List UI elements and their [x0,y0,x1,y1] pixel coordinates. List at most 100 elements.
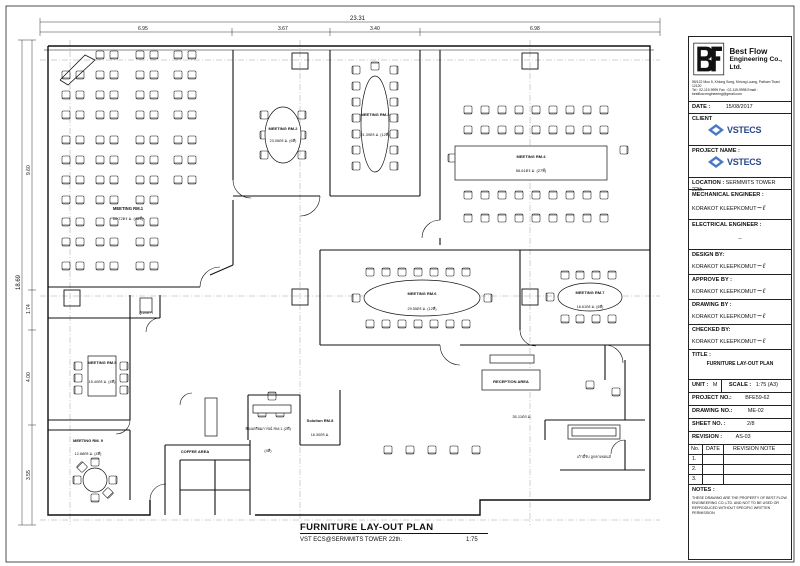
chair-icon [565,190,575,200]
chair-icon [599,190,609,200]
chair-icon [187,155,197,165]
chair-icon [149,261,159,271]
chair-icon [119,385,129,395]
chair-icon [560,270,570,280]
chair-icon [381,267,391,277]
chair-icon [599,105,609,115]
company-header: Best Flow Engineering Co., Ltd. 55/122 M… [689,37,791,101]
area-rm7: 18.61ตร.ม. (6ที่) [577,304,605,309]
chair-icon [135,195,145,205]
chair-icon [599,125,609,135]
drawing-by-row: DRAWING BY : KORAKOT KLEEPKOMUT~ℓ [689,299,791,324]
chair-icon [90,457,100,467]
chair-icon [531,125,541,135]
revision-label: REVISION : [692,434,723,440]
area-rm8: 16.30ตร.ม. [311,433,330,437]
chair-icon [95,217,105,227]
area-rm3: 21.39ตร.ม. (12ที่) [361,132,391,137]
chair-icon [429,267,439,277]
chair-icon [173,110,183,120]
chair-icon [545,292,555,302]
company-name-line1: Best Flow [729,46,768,56]
chair-icon [445,319,455,329]
chair-icon [95,155,105,165]
area-rm9: 12.88ตร.ม. (4ที่) [75,451,103,456]
chair-icon [297,110,307,120]
chair-icon [560,314,570,324]
chair-icon [173,90,183,100]
chair-icon [187,175,197,185]
chair-icon [480,105,490,115]
chair-icon [95,237,105,247]
dim-w3: 3.40 [370,26,380,32]
room-labels: MEETING RM.1 66.72ตร.ม. (48ที่) MEETING … [73,112,612,459]
chair-icon [582,125,592,135]
drawing-title-underline [300,533,488,534]
project-logo-text: VSTECS [727,157,762,168]
area-rm2: 23.06ตร.ม. (6ที่) [270,138,298,143]
chair-icon [102,487,114,499]
company-contact: Tel : 02-119-9999 Fax : 02-119-9998 Emai… [692,87,758,96]
interior-walls [48,50,650,515]
chair-icon [149,50,159,60]
area-rm5: 15.40ตร.ม. (4ที่) [89,379,117,384]
chair-icon [611,387,621,397]
chair-icon [370,61,380,71]
chair-icon [582,213,592,223]
chair-icon [109,195,119,205]
chair-icon [75,175,85,185]
chair-icon [135,155,145,165]
label-rm6: MEETING RM.6 [408,291,438,296]
chair-icon [397,267,407,277]
company-logo-icon [693,42,725,76]
design-value: KORAKOT KLEEPKOMUT [692,264,757,271]
chair-icon [297,150,307,160]
chair-icon [461,267,471,277]
project-no-row: PROJECT NO.: BFE59-62 [689,392,791,405]
drawing-scale: 1:75 [466,537,478,543]
chair-icon [73,385,83,395]
chair-icon [548,190,558,200]
chair-icon [173,70,183,80]
table-rm2 [264,106,302,164]
chair-icon [497,125,507,135]
chair-icon [582,190,592,200]
chair-icon [109,90,119,100]
area-rm4: 56.61ตร.ม. (27ที่) [516,168,547,173]
sheet-border [5,5,795,563]
chair-icon [351,293,361,303]
chair-icon [75,135,85,145]
label-rm4: MEETING RM.4 [517,154,547,159]
chair-icon [575,270,585,280]
chair-icon [591,314,601,324]
chair-icon [531,105,541,115]
design-label: DESIGN BY: [692,252,725,258]
chair-icon [480,125,490,135]
chair-icon [463,190,473,200]
chair-icon [497,190,507,200]
chair-icon [187,70,197,80]
chair-icon [95,175,105,185]
elec-engineer-row: ELECTRICAL ENGINEER : _ [689,219,791,249]
chair-icon [259,150,269,160]
chair-icon [135,50,145,60]
chair-icon [351,97,361,107]
chair-icon [548,105,558,115]
label-rm8: Solution RM.8 [307,418,334,423]
chair-icon [365,319,375,329]
chair-icon [61,195,71,205]
door-swings [115,179,626,501]
chair-icon [389,161,399,171]
project-label: PROJECT NAME : [692,148,740,154]
chair-icon [389,81,399,91]
chair-icon [599,213,609,223]
dim-total-height: 18.69 [16,274,22,290]
sofa-rm11 [204,397,218,437]
area-rm6: 29.55ตร.ม. (12ที่) [408,306,438,311]
chair-icon [109,50,119,60]
signature-icon: ~ℓ [756,312,766,321]
location-row: LOCATION : SERMMITS TOWER 22th. [689,177,791,193]
label-rm9: MEETING RM. 9 [73,438,104,443]
chair-icon [449,445,459,455]
chair-icon [389,113,399,123]
